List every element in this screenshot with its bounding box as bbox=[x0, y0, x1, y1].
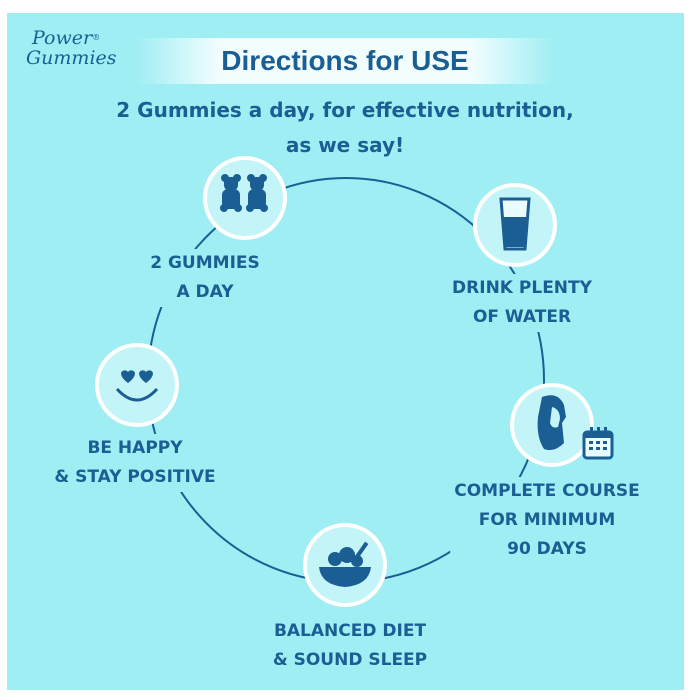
step-gummies-label: 2 GUMMIES A DAY bbox=[146, 249, 264, 307]
food-bowl-icon bbox=[303, 523, 387, 607]
gummy-bears-icon bbox=[203, 156, 287, 240]
logo-line2: Gummies bbox=[26, 47, 117, 69]
label-line: 90 DAYS bbox=[507, 539, 587, 559]
label-line: & SOUND SLEEP bbox=[272, 650, 428, 670]
subtitle-line2: as we say! bbox=[285, 133, 405, 157]
label-line: & STAY POSITIVE bbox=[54, 467, 216, 487]
page-title: Directions for USE bbox=[221, 45, 469, 76]
water-glass-icon bbox=[473, 183, 557, 267]
step-happy-label: BE HAPPY & STAY POSITIVE bbox=[50, 434, 220, 492]
label-line: DRINK PLENTY bbox=[452, 278, 592, 298]
label-line: BE HAPPY bbox=[87, 438, 183, 458]
label-line: OF WATER bbox=[472, 307, 572, 327]
label-line: 2 GUMMIES bbox=[150, 253, 260, 273]
step-diet-label: BALANCED DIET & SOUND SLEEP bbox=[268, 617, 432, 675]
label-line: BALANCED DIET bbox=[273, 621, 427, 641]
woman-icon bbox=[510, 383, 594, 467]
subtitle-line1: 2 Gummies a day, for effective nutrition… bbox=[116, 98, 574, 122]
title-banner: Directions for USE bbox=[135, 38, 555, 84]
logo-line1: Power bbox=[32, 27, 93, 49]
smiley-heart-eyes-icon bbox=[95, 343, 179, 427]
logo-reg: ® bbox=[92, 33, 101, 42]
calendar-icon bbox=[582, 427, 614, 460]
step-course-label: COMPLETE COURSE FOR MINIMUM 90 DAYS bbox=[450, 477, 644, 564]
brand-logo: Power® Gummies bbox=[26, 28, 117, 68]
label-line: FOR MINIMUM bbox=[478, 510, 616, 530]
label-line: COMPLETE COURSE bbox=[454, 481, 640, 501]
label-line: A DAY bbox=[176, 282, 234, 302]
step-water-label: DRINK PLENTY OF WATER bbox=[448, 274, 596, 332]
